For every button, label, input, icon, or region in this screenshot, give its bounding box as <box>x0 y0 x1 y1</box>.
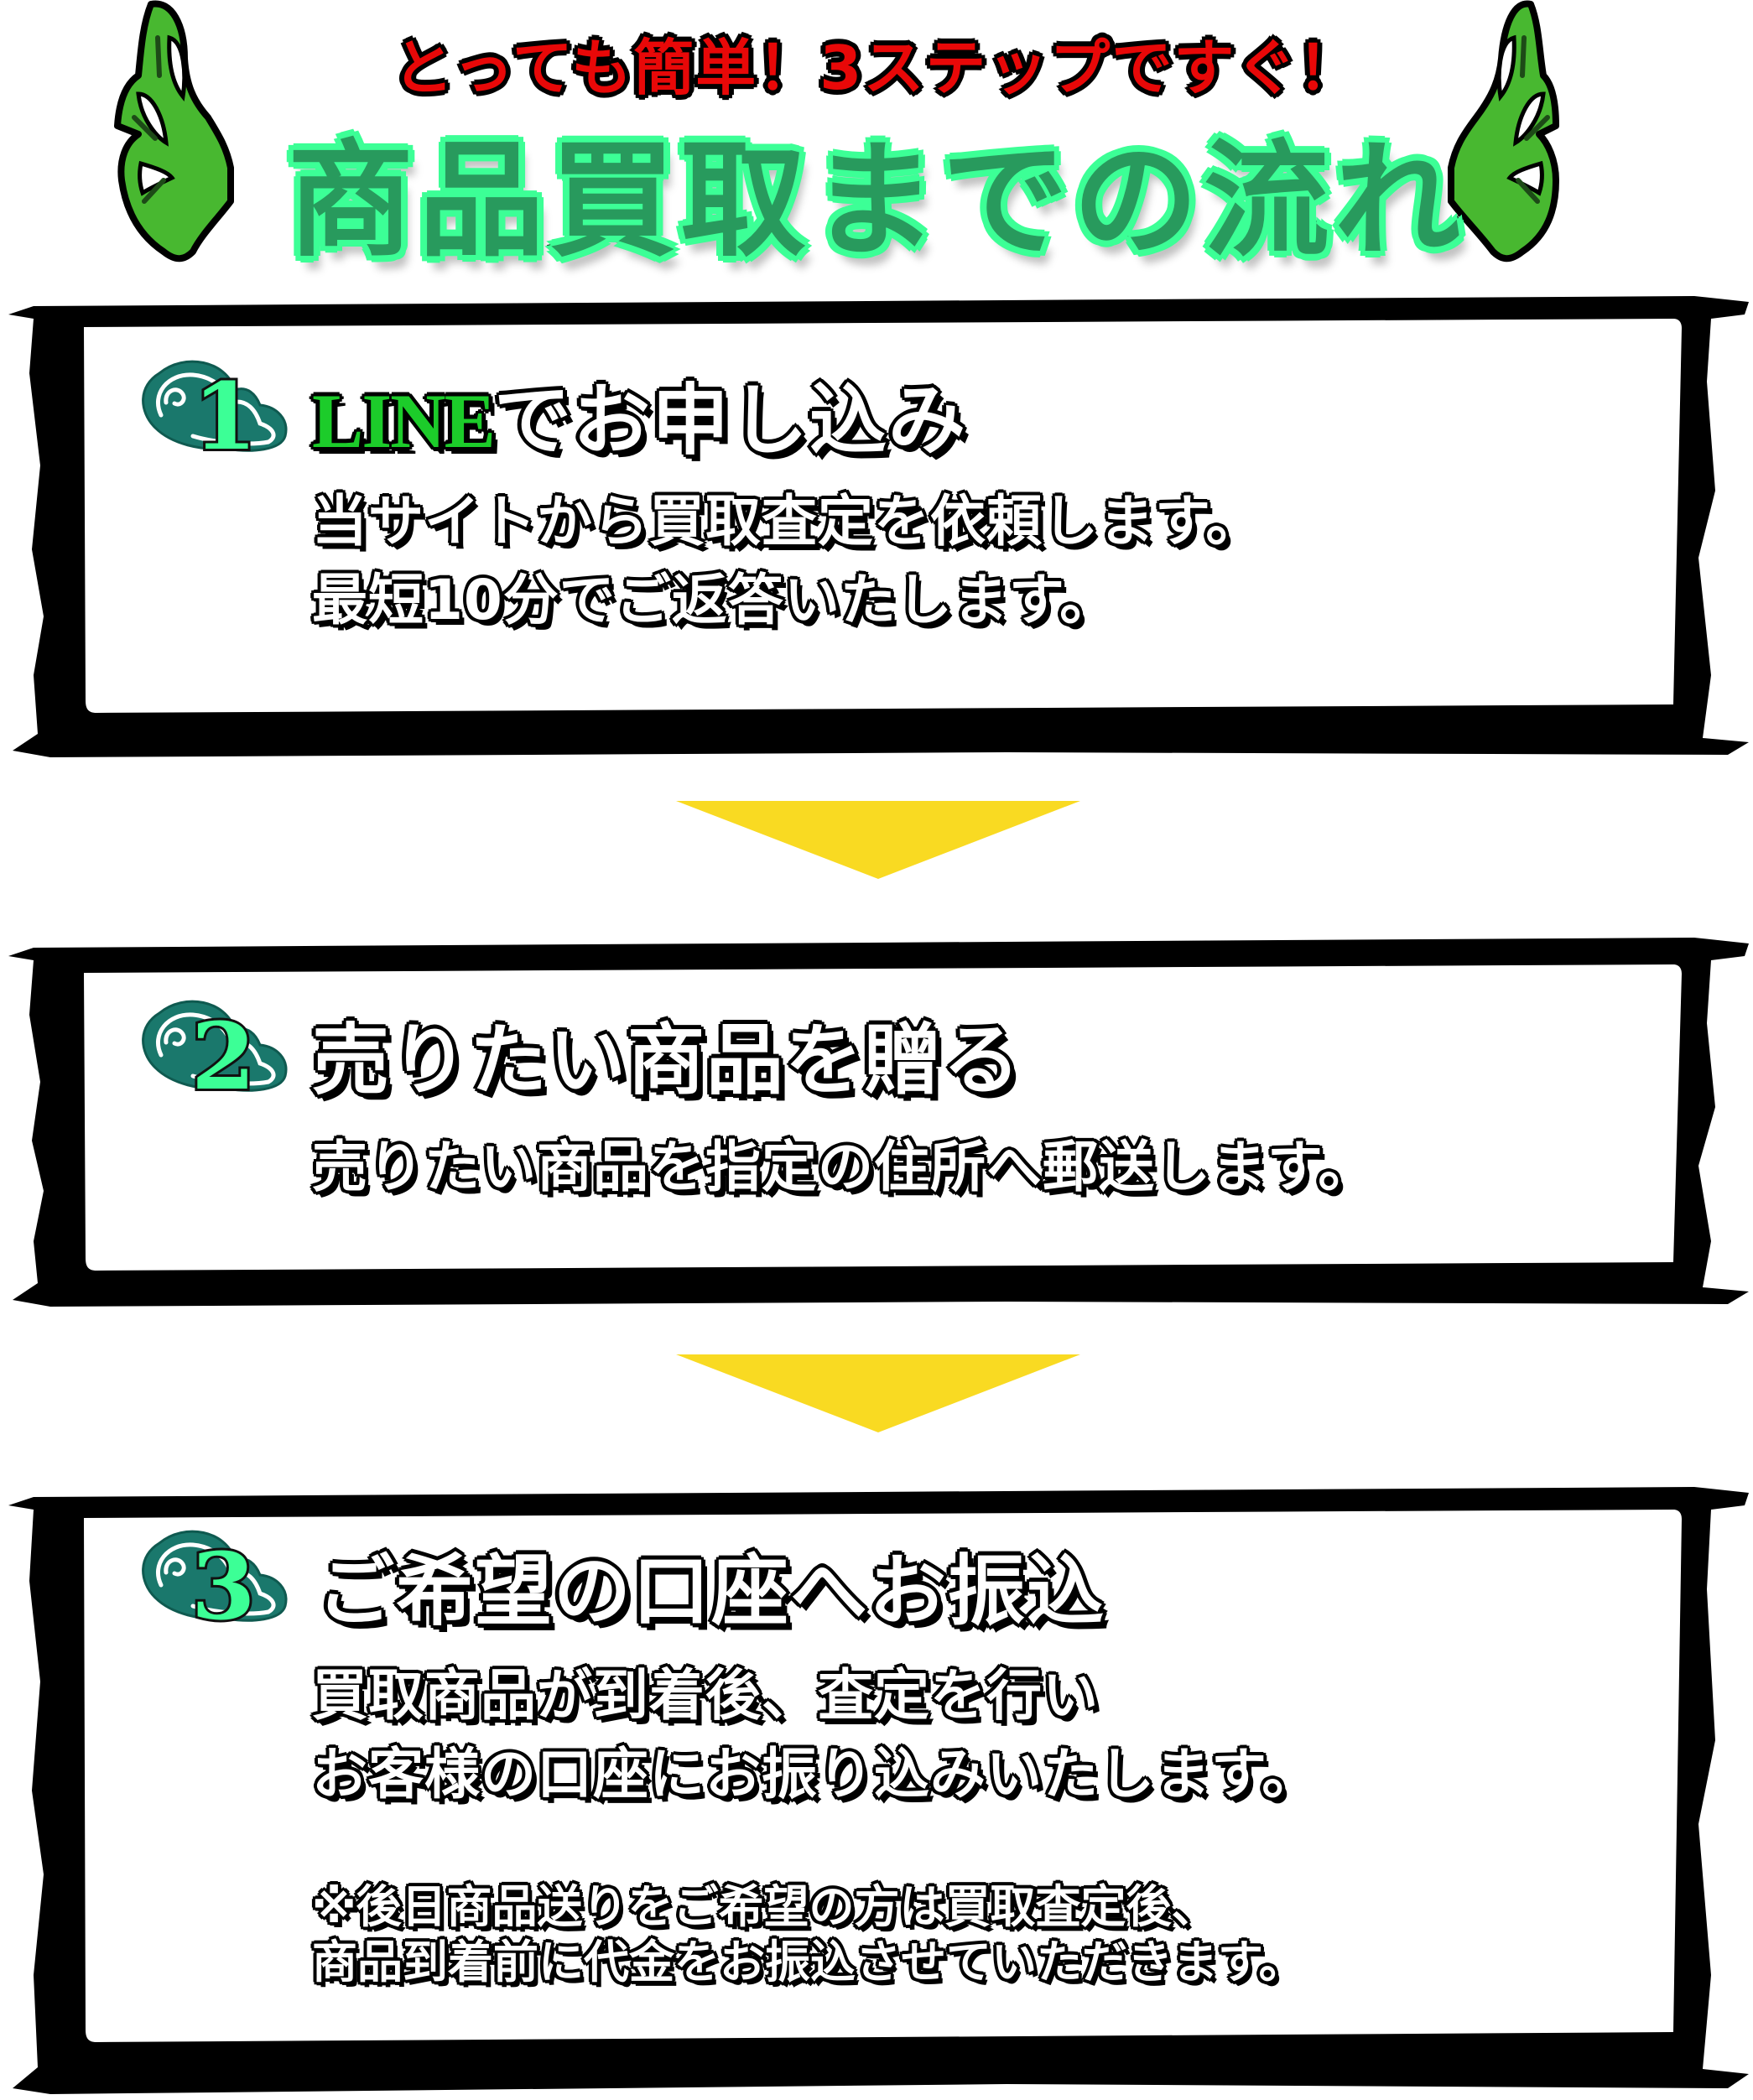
step-1-heading-text: でお申し込み <box>492 374 967 467</box>
step-3-heading: ご希望の口座へお振込 <box>315 1529 1106 1640</box>
step-3-description: 買取商品が到着後、査定を行い お客様の口座にお振り込みいたします。 <box>310 1656 1319 1814</box>
step-1-badge-cloud-icon: 1 <box>142 360 288 457</box>
step-3-line-2: お客様の口座にお振り込みいたします。 <box>310 1741 1319 1808</box>
header-subtitle: とっても簡単！3ステップですぐ！ <box>392 31 1360 105</box>
arrow-down-icon <box>676 801 1080 879</box>
step-1-line-1: 当サイトから買取査定を依頼します。 <box>310 488 1262 555</box>
step-2-card: 2 売りたい商品を贈る 売りたい商品を指定の住所へ郵送します。 <box>0 923 1753 1308</box>
step-2-line-1: 売りたい商品を指定の住所へ郵送します。 <box>310 1134 1375 1201</box>
step-3-note-line-1: ※後日商品送りをご希望の方は買取査定後、 <box>311 1879 1218 1935</box>
svg-text:3: 3 <box>191 1532 256 1627</box>
arrow-down-icon <box>676 1354 1080 1432</box>
step-2-heading-text: 売りたい商品を贈る <box>310 1014 1022 1107</box>
step-3-card: 3 ご希望の口座へお振込 買取商品が到着後、査定を行い お客様の口座にお振り込み… <box>0 1472 1753 2100</box>
brush-frame <box>8 296 1749 757</box>
step-3-note: ※後日商品送りをご希望の方は買取査定後、 商品到着前に代金をお振込させていただき… <box>311 1879 1306 1990</box>
brush-frame <box>8 938 1749 1307</box>
step-3-line-1: 買取商品が到着後、査定を行い <box>310 1662 1099 1729</box>
step-1-line-2: 最短10分でご返答いたします。 <box>310 567 1116 634</box>
page-title: 商品買取までの流れ <box>285 127 1465 277</box>
step-2-heading: 売りたい商品を贈る <box>310 998 1022 1110</box>
step-2-badge-cloud-icon: 2 <box>142 1000 288 1097</box>
monster-hand-left-icon <box>114 0 234 262</box>
step-3-heading-text: ご希望の口座へお振込 <box>315 1545 1106 1638</box>
step-1-card: 1 LINEでお申し込み 当サイトから買取査定を依頼します。 最短10分でご返答… <box>0 281 1753 759</box>
step-1-description: 当サイトから買取査定を依頼します。 最短10分でご返答いたします。 <box>310 482 1262 640</box>
svg-text:2: 2 <box>191 1002 256 1097</box>
step-2-description: 売りたい商品を指定の住所へ郵送します。 <box>310 1128 1375 1207</box>
step-3-note-line-2: 商品到着前に代金をお振込させていただきます。 <box>311 1935 1306 1990</box>
line-brand-word: LINE <box>311 377 497 465</box>
brush-frame <box>8 1487 1749 2094</box>
step-3-badge-cloud-icon: 3 <box>142 1530 288 1627</box>
page-header: とっても簡単！3ステップですぐ！ 商品買取までの流れ <box>0 0 1753 277</box>
svg-text:1: 1 <box>193 362 257 457</box>
monster-hand-right-icon <box>1448 0 1559 262</box>
step-1-heading: LINEでお申し込み <box>311 358 967 470</box>
